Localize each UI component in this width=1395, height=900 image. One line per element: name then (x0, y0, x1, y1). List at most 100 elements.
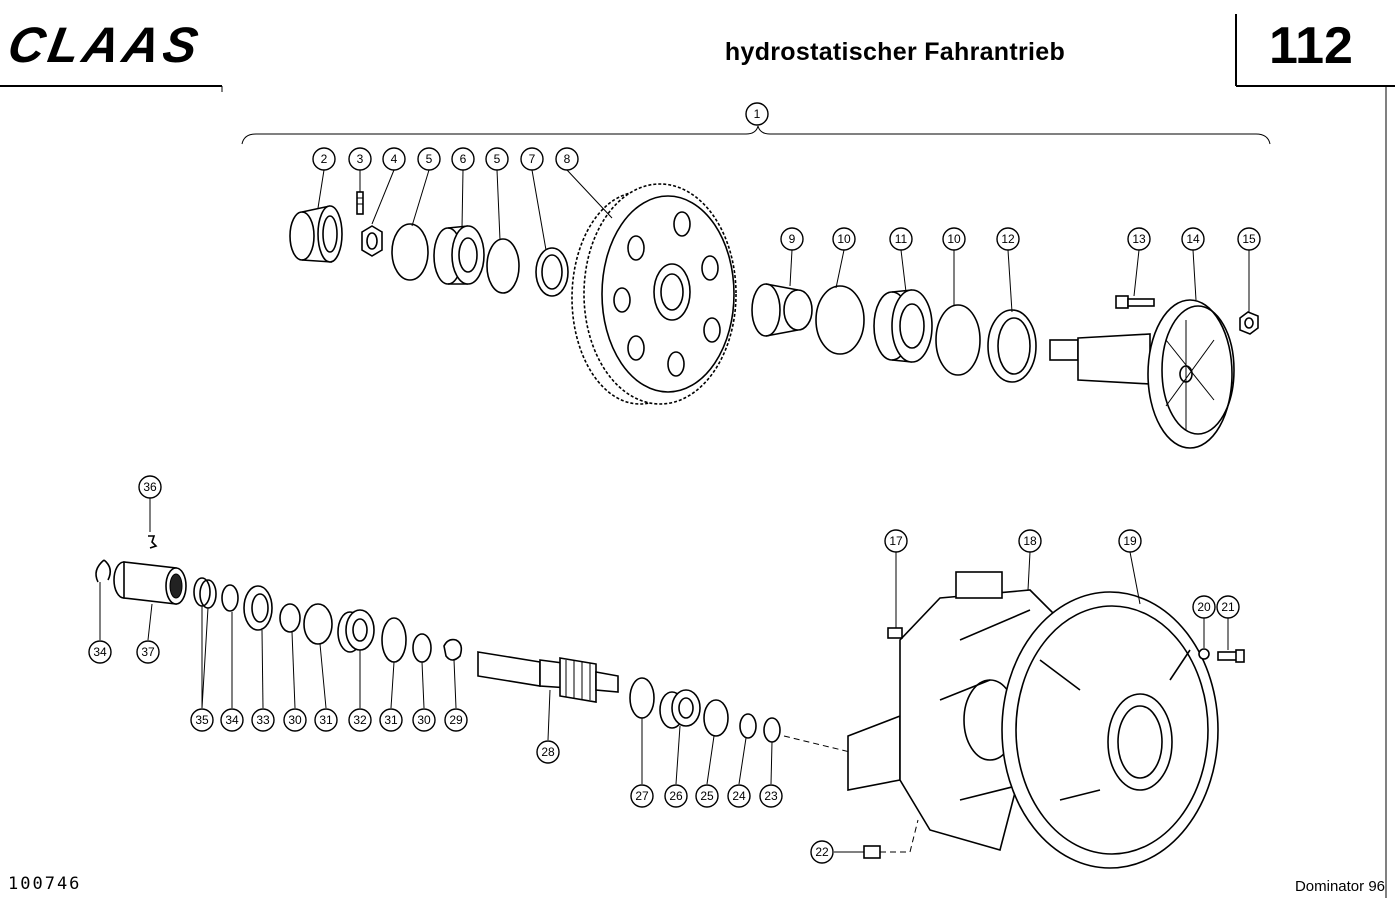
svg-text:22: 22 (815, 845, 829, 859)
document-number: 100746 (8, 874, 82, 894)
seal-12 (987, 309, 1037, 383)
ring-25 (703, 699, 729, 737)
flange-shaft-14 (1049, 299, 1235, 449)
callout-12: 12 (996, 227, 1020, 251)
svg-text:34: 34 (225, 713, 239, 727)
callout-22: 22 (810, 840, 834, 864)
callout-3: 3 (348, 147, 372, 171)
callout-24: 24 (727, 784, 751, 808)
svg-text:31: 31 (384, 713, 398, 727)
svg-text:17: 17 (889, 534, 903, 548)
claas-logo-text: CLAAS (10, 16, 206, 72)
svg-text:11: 11 (895, 232, 908, 246)
callout-19: 19 (1118, 529, 1142, 553)
screw-36 (148, 535, 158, 549)
callout-15: 15 (1237, 227, 1261, 251)
callout-30a: 30 (283, 708, 307, 732)
washer-33 (243, 585, 273, 631)
nut-15 (1239, 311, 1259, 335)
bearing-6 (433, 225, 485, 285)
svg-text:32: 32 (353, 713, 367, 727)
callout-10a: 10 (832, 227, 856, 251)
svg-text:26: 26 (669, 789, 683, 803)
circlip-31b (381, 617, 407, 663)
callout-34b: 34 (220, 708, 244, 732)
svg-text:21: 21 (1221, 600, 1235, 614)
assembly-line (783, 735, 851, 753)
callout-14: 14 (1181, 227, 1205, 251)
circlip-5a (391, 223, 429, 281)
callout-11: 11 (889, 227, 913, 251)
svg-text:4: 4 (391, 152, 398, 166)
plug-17 (887, 627, 903, 639)
svg-text:18: 18 (1023, 534, 1037, 548)
callout-25: 25 (695, 784, 719, 808)
callout-17: 17 (884, 529, 908, 553)
svg-text:1: 1 (754, 107, 761, 121)
svg-text:10: 10 (947, 232, 961, 246)
svg-text:28: 28 (541, 745, 555, 759)
ring-24 (739, 713, 757, 739)
plug-22 (863, 845, 881, 859)
svg-text:5: 5 (426, 152, 433, 166)
bolt-21 (1217, 649, 1245, 663)
callout-5a: 5 (417, 147, 441, 171)
ring-30a (279, 603, 301, 633)
circlip-27 (629, 677, 655, 719)
callout-30b: 30 (412, 708, 436, 732)
svg-text:2: 2 (321, 152, 328, 166)
svg-text:36: 36 (143, 480, 157, 494)
svg-text:35: 35 (195, 713, 209, 727)
svg-text:3: 3 (357, 152, 364, 166)
callout-10b: 10 (942, 227, 966, 251)
header-frame (0, 14, 1395, 898)
callout-27: 27 (630, 784, 654, 808)
plug-22-dash (880, 819, 919, 853)
gear-8 (571, 183, 737, 405)
callout-2: 2 (312, 147, 336, 171)
assembly-bracket (241, 125, 1271, 145)
svg-text:29: 29 (449, 713, 463, 727)
svg-text:33: 33 (256, 713, 270, 727)
sleeve-37 (113, 561, 187, 605)
circlip-34a (95, 559, 112, 583)
callout-32: 32 (348, 708, 372, 732)
callout-9: 9 (780, 227, 804, 251)
page-number: 112 (1269, 17, 1353, 75)
callout-7: 7 (520, 147, 544, 171)
callout-35: 35 (190, 708, 214, 732)
bearing-11 (873, 289, 933, 363)
svg-text:6: 6 (460, 152, 467, 166)
callout-20: 20 (1192, 595, 1216, 619)
spring-35 (193, 577, 217, 609)
svg-text:19: 19 (1123, 534, 1137, 548)
svg-text:14: 14 (1186, 232, 1200, 246)
circlip-34b (221, 584, 239, 612)
callout-18: 18 (1018, 529, 1042, 553)
circlip-10a (815, 285, 865, 355)
sleeve-9 (751, 283, 813, 337)
callout-26: 26 (664, 784, 688, 808)
machine-model: Dominator 96 (1294, 878, 1385, 895)
svg-text:10: 10 (837, 232, 851, 246)
pin-3 (356, 191, 364, 215)
nut-4 (361, 225, 383, 257)
svg-text:30: 30 (417, 713, 431, 727)
circlip-31a (303, 603, 333, 645)
svg-text:7: 7 (529, 152, 536, 166)
ring-7 (535, 247, 569, 297)
callout-1: 1 (745, 102, 769, 126)
page-title: hydrostatischer Fahrantrieb (724, 38, 1066, 66)
circlip-5b (486, 238, 520, 294)
bearing-32 (337, 609, 375, 653)
pinion-shaft-28 (477, 651, 619, 703)
cover-19 (1001, 591, 1219, 869)
svg-text:23: 23 (764, 789, 778, 803)
bearing-26 (659, 689, 701, 729)
svg-text:31: 31 (319, 713, 333, 727)
svg-text:12: 12 (1001, 232, 1015, 246)
svg-text:27: 27 (635, 789, 649, 803)
svg-text:8: 8 (564, 152, 571, 166)
callout-31a: 31 (314, 708, 338, 732)
callout-37: 37 (136, 640, 160, 664)
